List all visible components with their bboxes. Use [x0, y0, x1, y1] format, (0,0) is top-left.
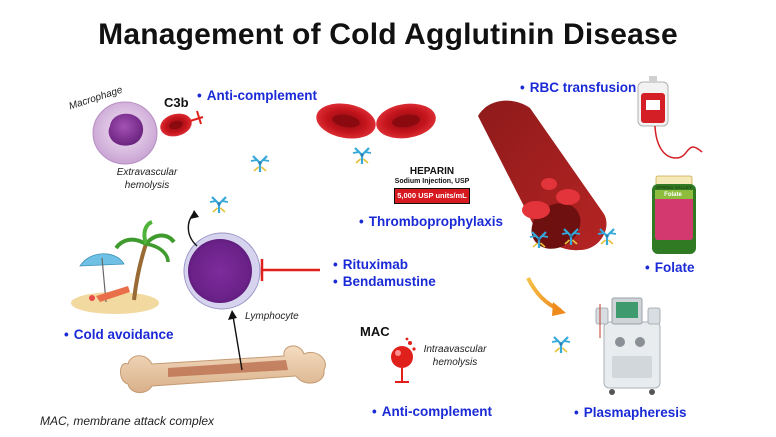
heparin-vial-label: HEPARIN Sodium Injection, USP 5,000 USP … — [390, 167, 474, 204]
blood-bag-icon — [637, 76, 703, 159]
blood-vessel — [478, 100, 607, 251]
folate-bottle-text: Folate — [664, 192, 682, 198]
heparin-subtitle: Sodium Injection, USP — [394, 178, 470, 185]
anti-complement-top-label: Anti-complement — [197, 88, 317, 103]
mac-label: MAC — [360, 324, 390, 339]
rituximab-label: Rituximab — [333, 257, 408, 272]
plasmapheresis-label: Plasmapheresis — [574, 405, 687, 420]
folate-brand-text: SPRING VALLEY — [656, 185, 692, 190]
extravascular-hemolysis-label: Extravascular hemolysis — [116, 167, 178, 191]
rituximab-inhibit-mark — [260, 259, 320, 281]
cold-avoidance-label: Cold avoidance — [64, 327, 174, 342]
beach-icon — [71, 220, 176, 314]
secretion-arrow — [187, 210, 199, 247]
bone-marrow-icon — [120, 345, 326, 393]
c3b-rbc — [160, 113, 192, 137]
rbc-transfusion-label: RBC transfusion — [520, 80, 637, 95]
thromboprophylaxis-label: Thromboprophylaxis — [359, 214, 503, 229]
maturation-arrow — [228, 310, 243, 371]
macrophage-cell — [92, 101, 158, 165]
plasmapheresis-machine-icon — [595, 297, 661, 395]
plasmapheresis-arrow — [526, 277, 566, 316]
intravascular-hemolysis-label: Intraavascular hemolysis — [423, 344, 487, 368]
rbc-pair — [316, 103, 436, 139]
heparin-dose: 5,000 USP units/mL — [394, 188, 470, 204]
page-title: Management of Cold Agglutinin Disease — [98, 18, 678, 51]
bendamustine-label: Bendamustine — [333, 274, 436, 289]
c3b-label: C3b — [164, 95, 189, 110]
lymphocyte-label: Lymphocyte — [245, 311, 299, 322]
heparin-name: HEPARIN — [409, 166, 455, 177]
anti-complement-bottom-label: Anti-complement — [372, 404, 492, 419]
folate-bottle-icon — [652, 175, 696, 254]
mac-inhibit-mark — [395, 368, 409, 383]
folate-label: Folate — [645, 260, 695, 275]
footnote: MAC, membrane attack complex — [40, 414, 215, 428]
mac-complex-icon — [391, 337, 416, 368]
c3b-inhibit-mark — [189, 110, 204, 125]
lymphocyte-cell — [183, 232, 261, 310]
